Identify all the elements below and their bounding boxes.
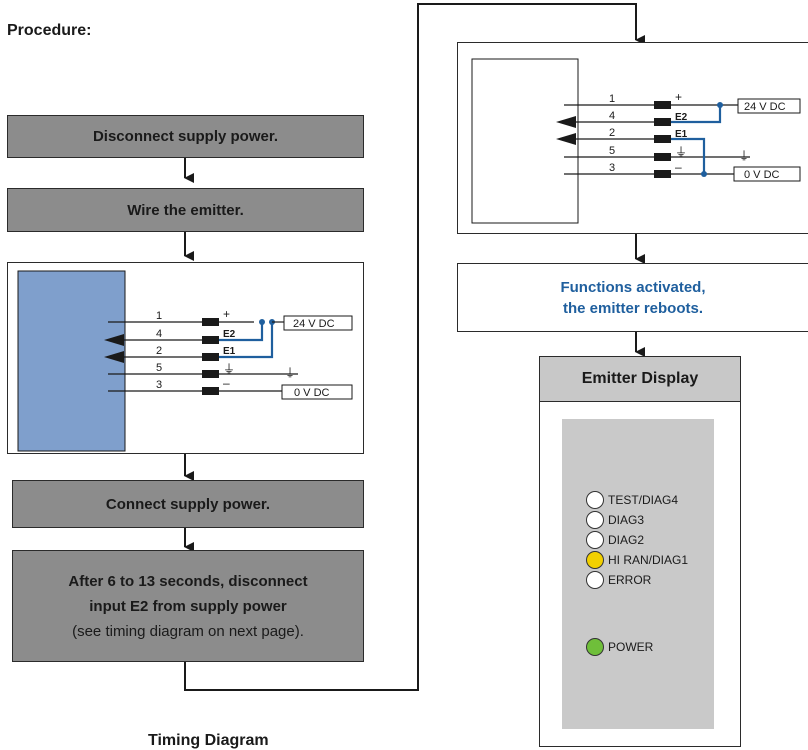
connector-to-right-column <box>184 3 645 691</box>
wiring-diagram-right: 1 4 2 5 3 + E2 E1 ⏚ – 24 V DC ⏚ 0 V DC <box>471 58 801 224</box>
sig-minus: – <box>223 376 230 390</box>
led-diag2-icon <box>586 531 604 549</box>
ground-symbol-left: ⏚ <box>284 366 296 380</box>
step5-line2: input E2 from supply power <box>89 597 287 615</box>
step-connect-power-box: Connect supply power. <box>12 480 364 528</box>
led-panel: TEST/DIAG4 DIAG3 DIAG2 HI RAN/DIAG1 ERRO… <box>562 419 714 729</box>
supply-0v-label: 0 V DC <box>294 387 330 399</box>
led-diag2-label: DIAG2 <box>608 533 645 547</box>
emitter-display-title: Emitter Display <box>540 357 740 402</box>
sig-plus-right: + <box>675 90 682 104</box>
wiring-diagram-box-right: 1 4 2 5 3 + E2 E1 ⏚ – 24 V DC ⏚ 0 V DC <box>457 42 808 234</box>
led-row-diag3: DIAG3 <box>586 510 644 530</box>
sig-e2-right: E2 <box>675 112 688 123</box>
supply-24v-box-right <box>737 98 801 114</box>
led-row-power: POWER <box>586 637 653 657</box>
supply-0v-box <box>281 384 353 400</box>
step-wire-emitter-box: Wire the emitter. <box>7 188 364 232</box>
sig-ground-right: ⏚ <box>675 145 687 159</box>
step-functions-activated-box: Functions activated, the emitter reboots… <box>457 263 808 332</box>
wiring-diagram-left: 1 4 2 5 3 + E2 E1 ⏚ – 24 V DC ⏚ 0 V DC <box>17 270 353 452</box>
led-error-icon <box>586 571 604 589</box>
step5-line3: (see timing diagram on next page). <box>72 622 304 640</box>
wiring-diagram-box-left: 1 4 2 5 3 + E2 E1 ⏚ – 24 V DC ⏚ 0 V DC <box>7 262 364 454</box>
sig-ground: ⏚ <box>223 362 235 376</box>
pin-5-right: 5 <box>609 145 615 157</box>
pin-5: 5 <box>156 362 162 374</box>
led-diag3-label: DIAG3 <box>608 513 645 527</box>
sig-e2: E2 <box>223 329 236 340</box>
pin-2: 2 <box>156 345 162 357</box>
led-test-diag4-icon <box>586 491 604 509</box>
led-hi-ran-diag1-label: HI RAN/DIAG1 <box>608 553 689 567</box>
led-diag3-icon <box>586 511 604 529</box>
step7-line2: the emitter reboots. <box>562 299 704 317</box>
emitter-body-outline <box>471 58 579 224</box>
supply-0v-box-right <box>733 166 801 182</box>
supply-24v-box <box>283 315 353 331</box>
step-disconnect-power-box: Disconnect supply power. <box>7 115 364 158</box>
led-row-error: ERROR <box>586 570 651 590</box>
timing-diagram-heading: Timing Diagram <box>148 732 269 749</box>
supply-24v-label-right: 24 V DC <box>744 101 786 113</box>
pin-1: 1 <box>156 310 162 322</box>
led-error-label: ERROR <box>608 573 652 587</box>
sig-e1: E1 <box>223 346 236 357</box>
pin-2-right: 2 <box>609 127 615 139</box>
pin-3-right: 3 <box>609 162 615 174</box>
sig-minus-right: – <box>675 160 682 174</box>
pin-4-right: 4 <box>609 110 615 122</box>
pin-4: 4 <box>156 328 162 340</box>
led-power-icon <box>586 638 604 656</box>
pin-1-right: 1 <box>609 93 615 105</box>
e1-arrowhead <box>104 351 124 363</box>
led-row-hi-ran-diag1: HI RAN/DIAG1 <box>586 550 688 570</box>
led-row-test-diag4: TEST/DIAG4 <box>586 490 678 510</box>
step5-line1: After 6 to 13 seconds, disconnect <box>68 572 308 590</box>
pin-3: 3 <box>156 379 162 391</box>
emitter-body <box>17 270 126 452</box>
led-hi-ran-diag1-icon <box>586 551 604 569</box>
step-disconnect-e2-box: After 6 to 13 seconds, disconnect input … <box>12 550 364 662</box>
procedure-heading: Procedure: <box>7 22 92 39</box>
e2-arrowhead <box>104 334 124 346</box>
step-connect-power-label: Connect supply power. <box>105 495 271 513</box>
step7-line1: Functions activated, <box>560 278 706 296</box>
led-row-diag2: DIAG2 <box>586 530 644 550</box>
step-wire-emitter-label: Wire the emitter. <box>127 201 244 219</box>
led-test-diag4-label: TEST/DIAG4 <box>608 493 679 507</box>
e1-arrowhead-right <box>556 133 576 145</box>
ground-symbol-right: ⏚ <box>738 149 750 163</box>
emitter-display-box: Emitter Display TEST/DIAG4 DIAG3 DIAG2 H… <box>539 356 741 747</box>
supply-24v-label: 24 V DC <box>293 318 335 330</box>
led-power-label: POWER <box>608 640 654 654</box>
e2-arrowhead-right <box>556 116 576 128</box>
step-disconnect-power-label: Disconnect supply power. <box>92 128 279 145</box>
sig-e1-right: E1 <box>675 129 688 140</box>
supply-0v-label-right: 0 V DC <box>744 169 780 181</box>
sig-plus: + <box>223 307 230 321</box>
